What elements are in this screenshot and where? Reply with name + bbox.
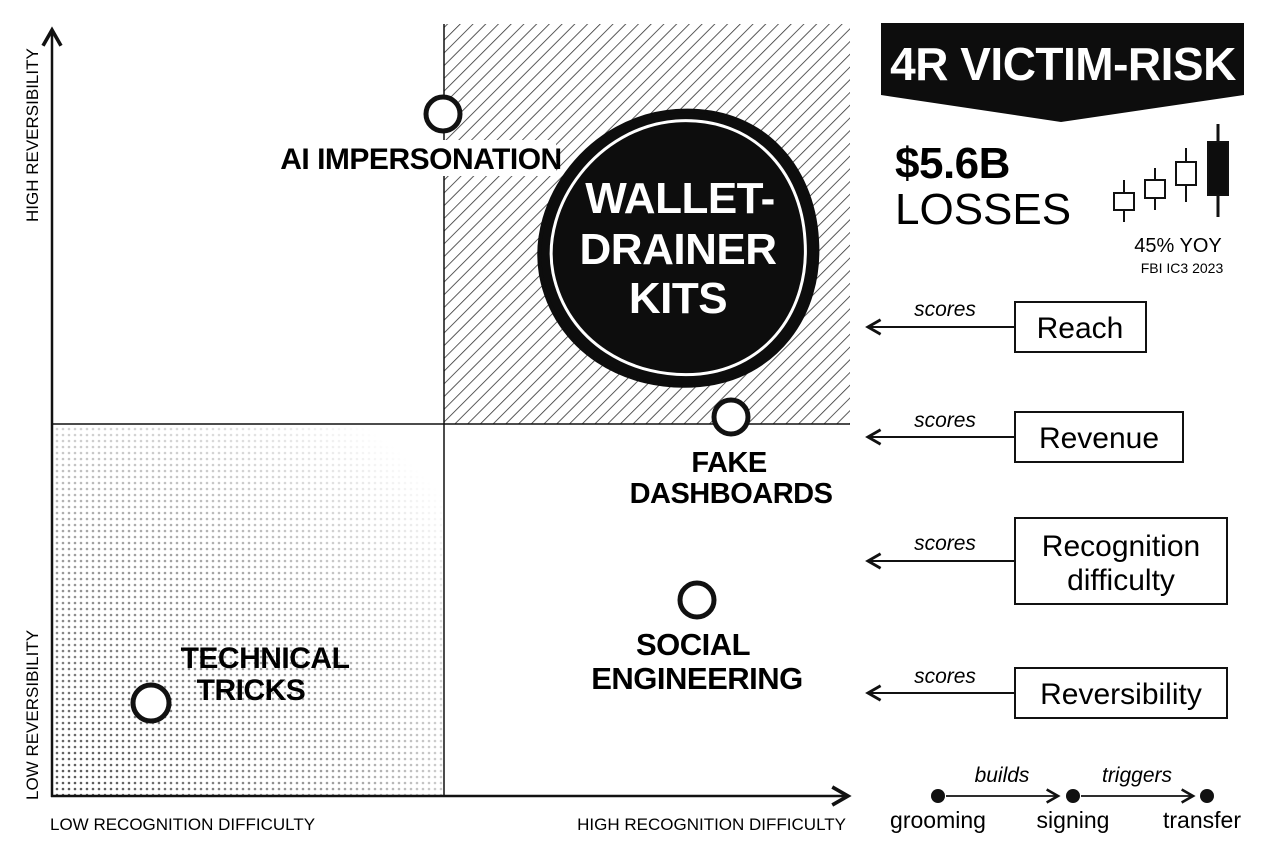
wallet-drainer-line-1: WALLET-	[585, 174, 775, 223]
criterion-box-reversibility	[1014, 667, 1228, 719]
wallet-drainer-line-3: KITS	[629, 274, 727, 323]
wallet-drainer-blob	[537, 108, 820, 388]
title-banner	[881, 23, 1244, 122]
social-engineering-line-2: ENGINEERING	[591, 661, 803, 696]
social-engineering-line-1: SOCIAL	[636, 627, 750, 662]
technical-tricks-marker	[130, 682, 172, 724]
scores-label-reversibility: scores	[914, 665, 976, 688]
ai-impersonation-label-bg	[286, 140, 556, 176]
criterion-revenue: Revenue	[1039, 422, 1159, 455]
wallet-drainer-blob-ring	[549, 119, 807, 377]
criterion-box-reach	[1014, 301, 1147, 353]
fake-dashboards-marker	[711, 397, 751, 437]
technical-tricks-line-1: TECHNICAL	[181, 642, 350, 675]
source-label: FBI IC3 2023	[1141, 260, 1224, 276]
fake-dashboards-line-2: DASHBOARDS	[630, 478, 833, 510]
title-text: 4R VICTIM-RISK	[890, 38, 1236, 90]
wallet-drainer-line-2: DRAINER	[580, 225, 777, 274]
flow-dot-signing	[1066, 789, 1080, 803]
candlestick-icon	[1113, 124, 1229, 222]
criterion-box-revenue	[1014, 411, 1184, 463]
criterion-reversibility: Reversibility	[1040, 678, 1202, 711]
criterion-box-recognition	[1014, 517, 1228, 605]
losses-label: LOSSES	[895, 185, 1071, 234]
flow-step-signing: signing	[1037, 807, 1110, 833]
criterion-reach: Reach	[1037, 312, 1124, 345]
scores-label-reach: scores	[914, 298, 976, 321]
flow-step-grooming: grooming	[890, 807, 986, 833]
flow-link-triggers: triggers	[1102, 764, 1173, 787]
ai-impersonation-marker	[423, 94, 463, 134]
technical-tricks-line-2: TRICKS	[197, 674, 306, 707]
scores-label-revenue: scores	[914, 409, 976, 432]
flow-dot-grooming	[931, 789, 945, 803]
flow-link-builds: builds	[975, 764, 1030, 787]
criterion-recognition-line-2: difficulty	[1067, 564, 1175, 597]
ai-impersonation-label: AI IMPERSONATION	[280, 143, 561, 176]
criterion-recognition-line-1: Recognition	[1042, 530, 1200, 563]
scores-label-recognition: scores	[914, 532, 976, 555]
losses-amount: $5.6B	[895, 139, 1010, 188]
yoy-label: 45% YOY	[1134, 235, 1221, 257]
flow-step-transfer: transfer	[1163, 807, 1241, 833]
y-axis-low-label: LOW REVERSIBILITY	[23, 630, 42, 800]
x-axis-low-label: LOW RECOGNITION DIFFICULTY	[50, 815, 315, 834]
y-axis-high-label: HIGH REVERSIBILITY	[23, 48, 42, 222]
social-engineering-marker	[677, 580, 717, 620]
x-axis-high-label: HIGH RECOGNITION DIFFICULTY	[577, 815, 846, 834]
flow-dot-transfer	[1200, 789, 1214, 803]
dotted-quadrant	[52, 424, 444, 796]
fake-dashboards-line-1: FAKE	[691, 447, 767, 479]
